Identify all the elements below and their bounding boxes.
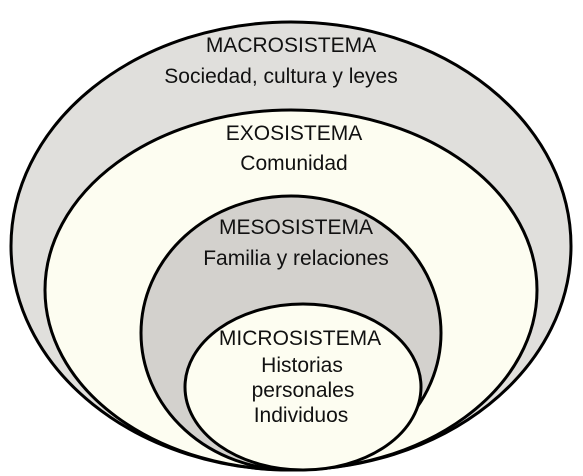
- exosistema-title: EXOSISTEMA: [226, 122, 363, 145]
- microsistema-title: MICROSISTEMA: [219, 327, 381, 350]
- macrosistema-subtitle: Sociedad, cultura y leyes: [164, 65, 397, 88]
- exosistema-subtitle: Comunidad: [240, 152, 347, 175]
- mesosistema-subtitle: Familia y relaciones: [203, 247, 389, 270]
- microsistema-subtitle-line-3: Individuos: [254, 404, 349, 427]
- microsistema-subtitle-line-2: personales: [252, 379, 355, 402]
- mesosistema-title: MESOSISTEMA: [219, 216, 373, 239]
- macrosistema-title: MACROSISTEMA: [206, 34, 376, 57]
- microsistema-layer: [183, 302, 423, 472]
- microsistema-ellipse: [183, 302, 423, 472]
- microsistema-subtitle-line-1: Historias: [261, 354, 343, 377]
